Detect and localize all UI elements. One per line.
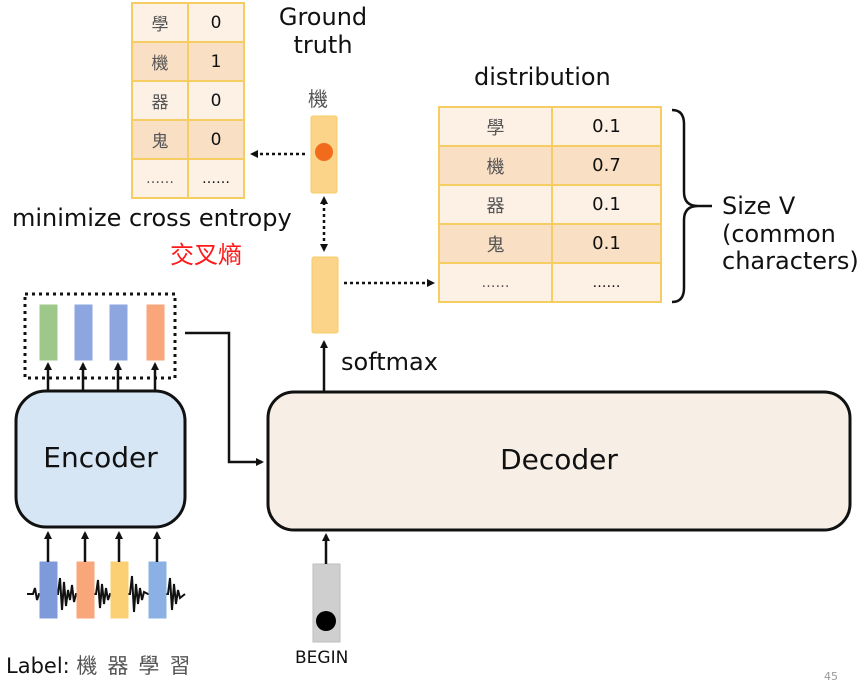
ground-truth-title-line1: Ground bbox=[278, 3, 368, 31]
dist-value-cell: 0.1 bbox=[551, 184, 662, 225]
gt-char-cell: …… bbox=[131, 158, 189, 199]
audio-waveform bbox=[27, 575, 186, 613]
decoder-box bbox=[266, 390, 852, 532]
dist-value-cell: 0.7 bbox=[551, 145, 662, 186]
begin-dot-icon bbox=[316, 611, 336, 631]
ground-truth-title: Ground truth bbox=[268, 3, 378, 59]
page-number: 45 bbox=[824, 670, 838, 683]
gt-value-cell: 0 bbox=[187, 119, 245, 160]
gt-char-cell: 器 bbox=[131, 80, 189, 121]
softmax-label: softmax bbox=[341, 348, 438, 376]
size-line3: characters) bbox=[722, 247, 859, 276]
size-line1: Size V bbox=[722, 192, 796, 220]
gt-char-cell: 學 bbox=[131, 2, 189, 43]
label-line: Label: 機器學習 bbox=[6, 650, 200, 680]
output-vector bbox=[311, 256, 339, 334]
encoder-output-vector bbox=[74, 304, 93, 361]
encoder-input-vector bbox=[39, 561, 58, 619]
label-chars: 機器學習 bbox=[76, 654, 201, 678]
gt-row: ………… bbox=[131, 158, 245, 199]
dist-char-cell: …… bbox=[438, 262, 553, 303]
size-brace bbox=[671, 108, 699, 304]
encoder-to-decoder-arrow bbox=[185, 331, 264, 466]
gt-value-cell: 0 bbox=[187, 80, 245, 121]
encoder-output-box bbox=[23, 292, 177, 380]
encoder-output-vector bbox=[146, 304, 165, 361]
dist-char-cell: 學 bbox=[438, 106, 553, 147]
gt-char-cell: 機 bbox=[131, 41, 189, 82]
begin-label: BEGIN bbox=[295, 648, 349, 668]
cross-entropy-chinese: 交叉熵 bbox=[170, 241, 242, 269]
dist-char-cell: 鬼 bbox=[438, 223, 553, 264]
dist-value-cell: 0.1 bbox=[551, 106, 662, 147]
ground-truth-title-line2: truth bbox=[293, 30, 353, 59]
vocab-size-label: Size V (common characters) bbox=[722, 192, 859, 276]
gt-value-cell: 0 bbox=[187, 2, 245, 43]
dist-row: ………… bbox=[438, 262, 662, 303]
encoder-input-vector bbox=[148, 561, 167, 619]
dist-value-cell: 0.1 bbox=[551, 223, 662, 264]
size-line2: (common bbox=[722, 219, 836, 248]
encoder-box bbox=[14, 389, 187, 529]
dist-char-cell: 器 bbox=[438, 184, 553, 225]
encoder-input-vector bbox=[110, 561, 129, 619]
ground-truth-char: 機 bbox=[308, 87, 328, 111]
decoder-label: Decoder bbox=[500, 443, 618, 476]
gt-char-cell: 鬼 bbox=[131, 119, 189, 160]
gt-value-cell: …… bbox=[187, 158, 245, 199]
cross-entropy-label: minimize cross entropy bbox=[12, 204, 292, 232]
label-prefix: Label: bbox=[6, 654, 70, 678]
gt-value-cell: 1 bbox=[187, 41, 245, 82]
ground-truth-dot-icon bbox=[315, 143, 333, 161]
distribution-title: distribution bbox=[474, 63, 611, 91]
encoder-output-vector bbox=[109, 304, 128, 361]
dist-value-cell: …… bbox=[551, 262, 662, 303]
encoder-output-vector bbox=[39, 304, 58, 361]
encoder-label: Encoder bbox=[43, 441, 158, 474]
encoder-input-vector bbox=[76, 561, 95, 619]
dist-char-cell: 機 bbox=[438, 145, 553, 186]
